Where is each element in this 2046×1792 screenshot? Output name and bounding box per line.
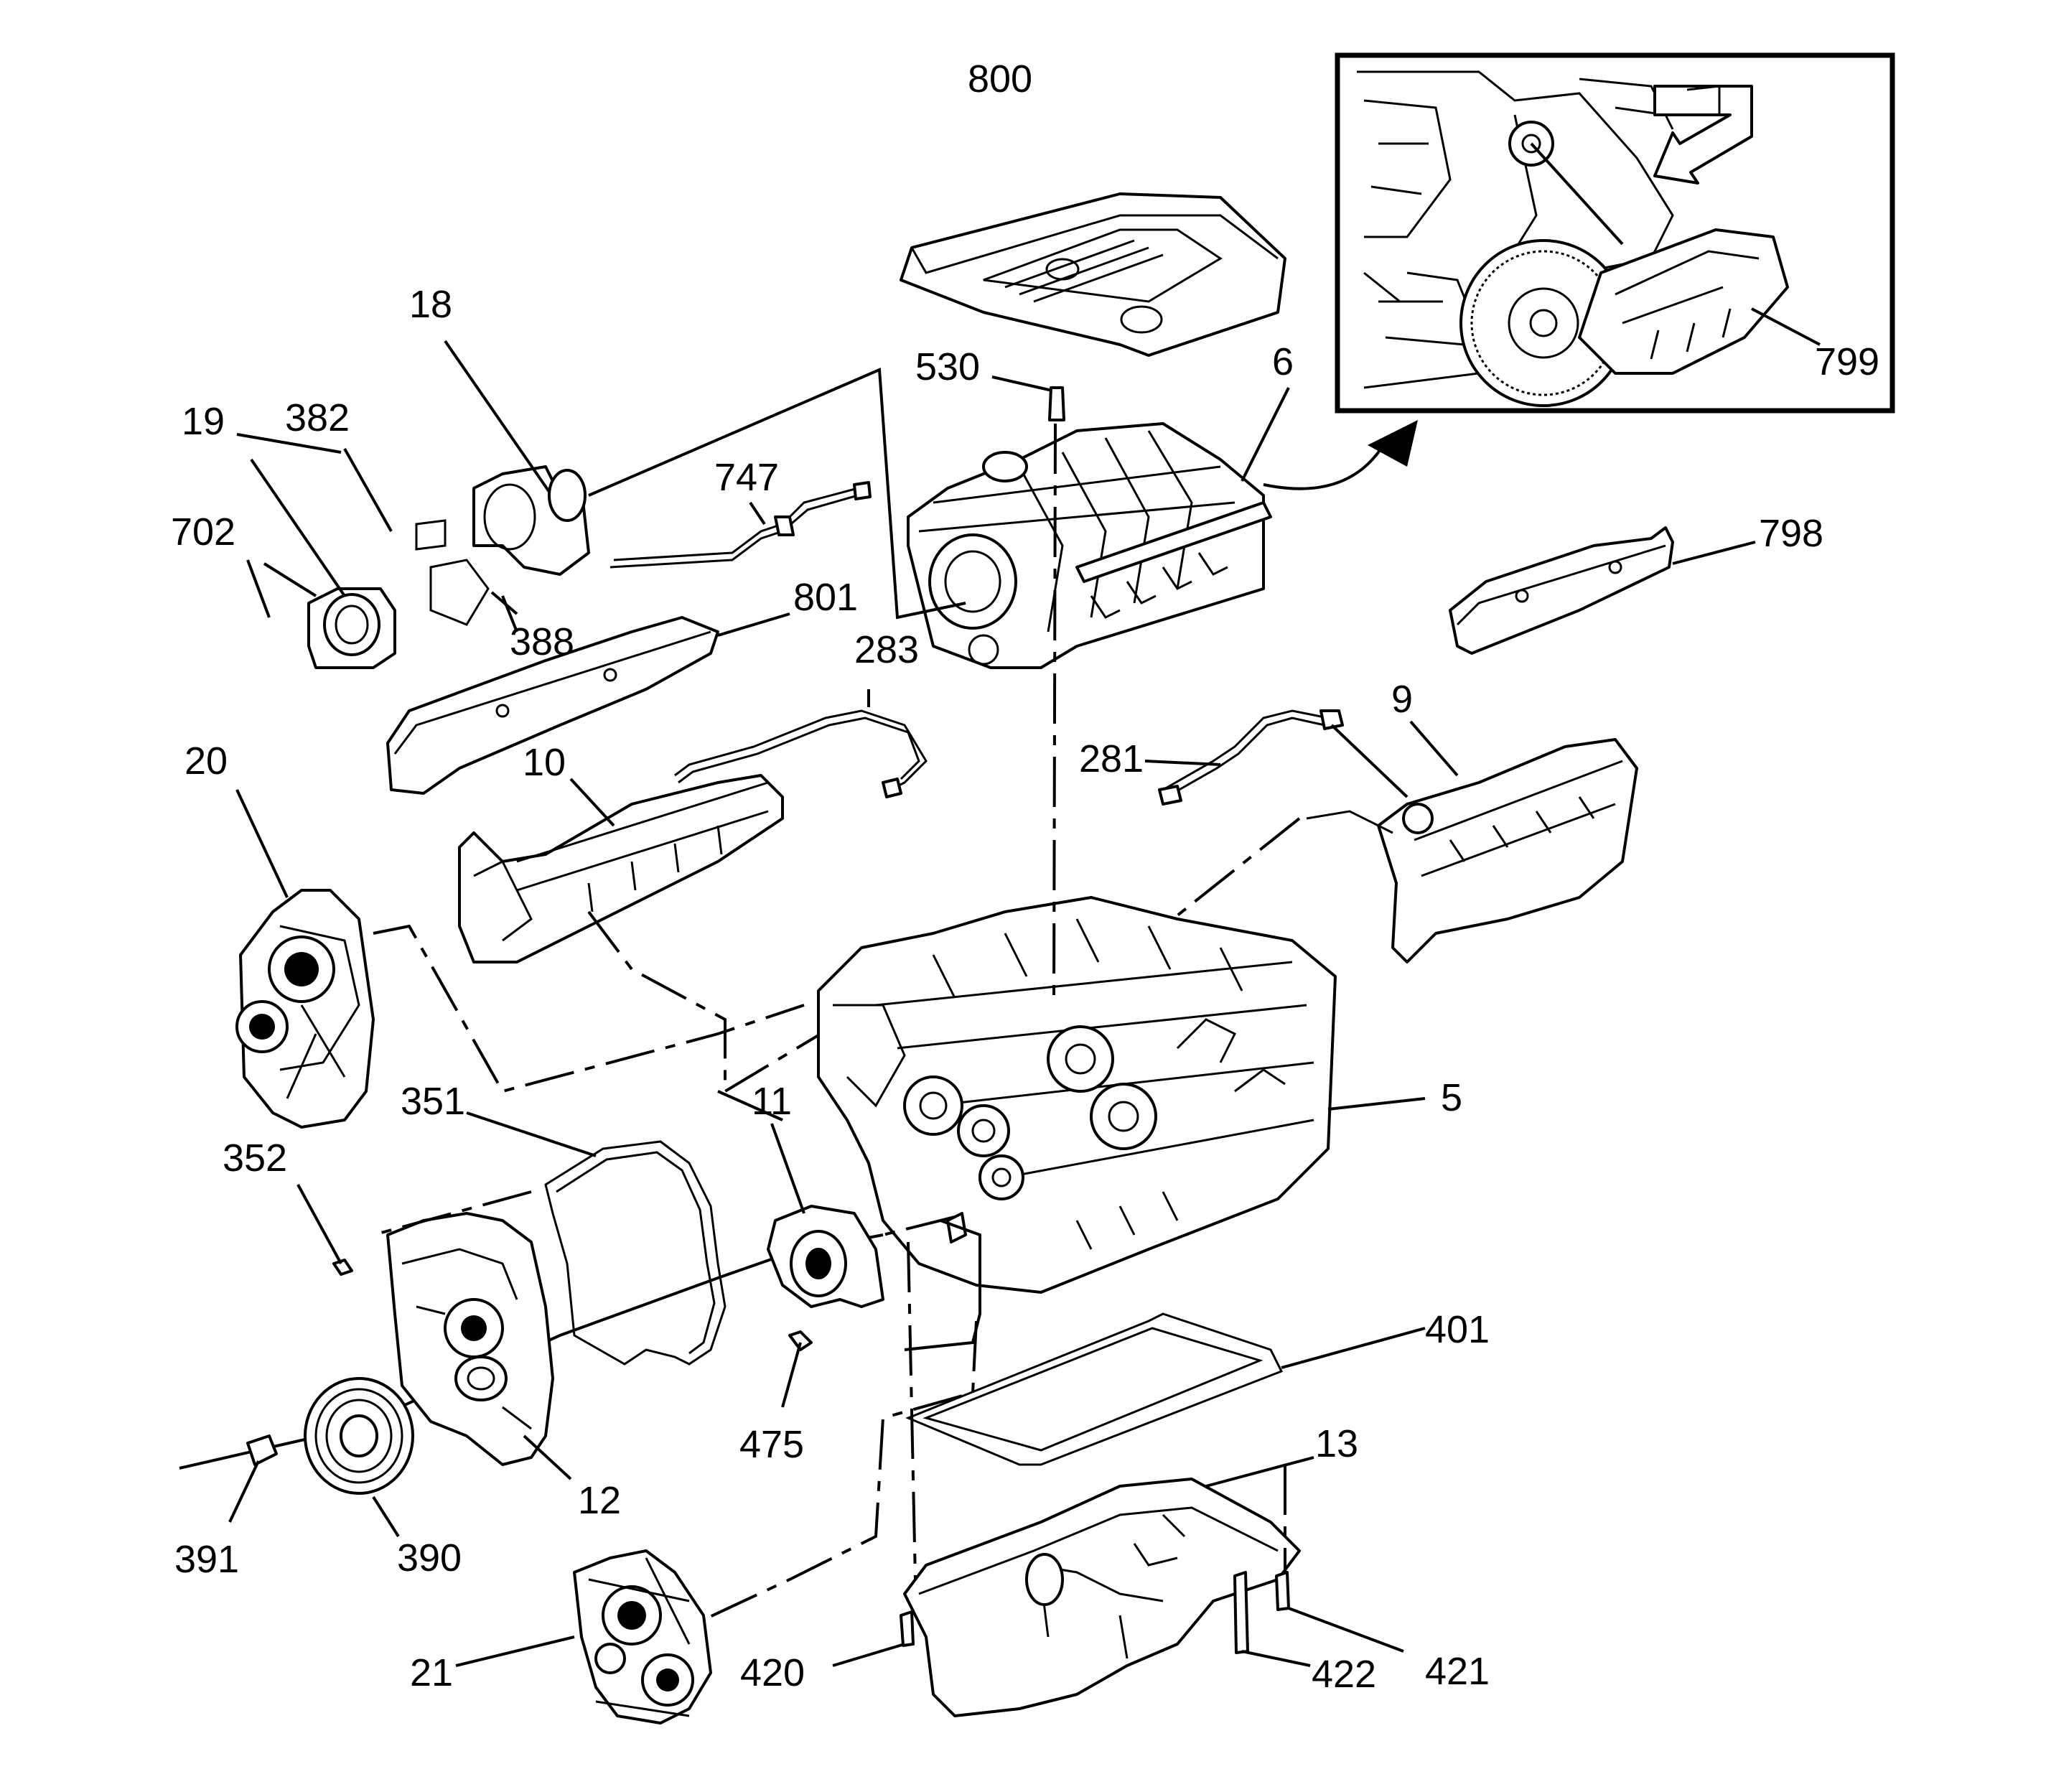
timing-cover-20 [235, 889, 375, 1129]
inset-detail-view [1335, 52, 1895, 414]
cam-cover-9 [1306, 738, 1638, 963]
harmonic-balancer-390 [304, 1377, 414, 1495]
callout-18: 18 [408, 283, 453, 326]
callout-382: 382 [284, 396, 350, 439]
reference-arrow [1263, 440, 1387, 490]
callout-801: 801 [793, 576, 859, 619]
oil-pan-gasket-401 [905, 1312, 1284, 1466]
harness-281 [1158, 709, 1344, 806]
callout-21: 21 [409, 1651, 454, 1694]
callout-391: 391 [174, 1538, 240, 1581]
callout-422: 422 [1311, 1653, 1377, 1696]
reference-arrow-head [1368, 420, 1418, 467]
throttle-body-18 [415, 465, 590, 626]
callout-390: 390 [396, 1536, 462, 1579]
fuel-rail-cover-801 [386, 616, 719, 795]
callout-420: 420 [739, 1651, 805, 1694]
callout-10: 10 [522, 741, 566, 784]
callout-702: 702 [170, 510, 236, 554]
cam-cover-10 [458, 774, 784, 963]
callout-12: 12 [577, 1479, 622, 1522]
callout-799: 799 [1814, 340, 1880, 383]
fuel-rail-cover-798 [1449, 526, 1674, 655]
callout-530: 530 [915, 345, 981, 388]
callout-351: 351 [400, 1080, 466, 1123]
harness-747 [609, 481, 872, 569]
engine-cover-800 [900, 192, 1286, 357]
gasket-351 [544, 1140, 727, 1366]
callout-13: 13 [1314, 1422, 1359, 1465]
callout-11: 11 [751, 1080, 793, 1123]
callout-747: 747 [714, 456, 780, 499]
engine-block-5 [817, 896, 1337, 1294]
front-cover-12 [386, 1212, 554, 1466]
oil-pump-11 [767, 1205, 884, 1308]
callout-421: 421 [1424, 1650, 1490, 1693]
intake-manifold-6 [907, 422, 1272, 669]
callout-283: 283 [854, 628, 920, 671]
throttle-adapter-19 [307, 587, 396, 669]
oil-pan-13 [903, 1478, 1301, 1717]
callout-800: 800 [967, 57, 1033, 101]
callout-6: 6 [1271, 340, 1294, 383]
callout-352: 352 [222, 1137, 288, 1180]
callout-475: 475 [739, 1423, 805, 1466]
callout-5: 5 [1440, 1076, 1463, 1119]
harness-283 [674, 709, 928, 798]
callout-798: 798 [1758, 512, 1824, 555]
callout-20: 20 [184, 739, 228, 783]
callout-281: 281 [1078, 737, 1144, 780]
direction-arrow-icon [1653, 85, 1753, 185]
callout-19: 19 [181, 400, 225, 443]
callout-401: 401 [1424, 1308, 1490, 1351]
callout-9: 9 [1391, 678, 1414, 721]
timing-cover-21 [573, 1549, 712, 1725]
callout-388: 388 [509, 620, 575, 663]
